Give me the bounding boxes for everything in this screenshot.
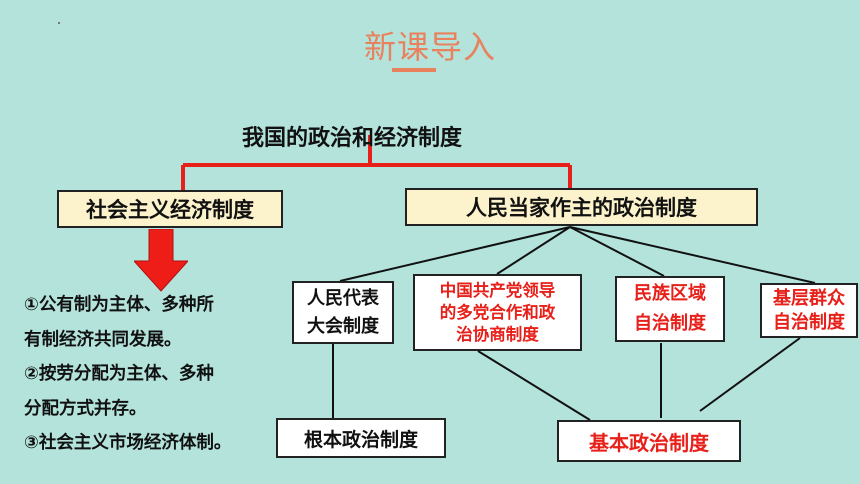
political-system-box: 人民当家作主的政治制度 xyxy=(405,188,758,226)
fundamental-system-box: 根本政治制度 xyxy=(276,418,446,458)
economic-point-line: 有制经济共同发展。 xyxy=(24,329,182,350)
cpc-cooperation-line: 的多党合作和政 xyxy=(439,302,556,322)
grassroots-autonomy-box: 基层群众 自治制度 xyxy=(760,283,858,338)
economic-system-label: 社会主义经济制度 xyxy=(86,198,254,222)
economic-point-line: 分配方式并存。 xyxy=(24,398,147,419)
fundamental-system-label: 根本政治制度 xyxy=(303,428,418,451)
cpc-cooperation-line: 中国共产党领导 xyxy=(439,280,556,300)
cpc-cooperation-line: 治协商制度 xyxy=(456,324,539,344)
down-arrow-icon xyxy=(134,229,188,292)
economic-point-line: ②按劳分配为主体、多种 xyxy=(24,364,214,384)
npc-system-line: 大会制度 xyxy=(307,315,379,337)
economic-point-line: ③社会主义市场经济体制。 xyxy=(24,433,232,453)
fan-lines xyxy=(339,226,816,284)
root-bracket xyxy=(181,135,572,190)
grassroots-autonomy-line: 基层群众 xyxy=(773,287,845,309)
decorative-dot xyxy=(58,22,60,24)
ethnic-autonomy-box: 民族区域 自治制度 xyxy=(615,276,725,342)
basic-system-box: 基本政治制度 xyxy=(557,420,741,462)
down-lines xyxy=(332,337,801,421)
grassroots-autonomy-line: 自治制度 xyxy=(773,311,845,333)
root-topic: 我国的政治和经济制度 xyxy=(242,126,463,151)
page-title: 新课导入 xyxy=(363,28,496,66)
npc-system-line: 人民代表 xyxy=(307,287,379,309)
political-system-label: 人民当家作主的政治制度 xyxy=(466,196,697,220)
npc-system-box: 人民代表 大会制度 xyxy=(292,281,394,344)
economic-points: ①公有制为主体、多种所 有制经济共同发展。 ②按劳分配为主体、多种 分配方式并存… xyxy=(24,288,284,461)
cpc-cooperation-box: 中国共产党领导 的多党合作和政 治协商制度 xyxy=(413,274,582,351)
title-underline xyxy=(392,68,436,72)
basic-system-label: 基本政治制度 xyxy=(589,430,709,455)
ethnic-autonomy-line: 民族区域 xyxy=(634,283,706,304)
economic-system-box: 社会主义经济制度 xyxy=(57,190,283,228)
economic-point-line: ①公有制为主体、多种所 xyxy=(24,295,214,315)
ethnic-autonomy-line: 自治制度 xyxy=(634,313,706,334)
